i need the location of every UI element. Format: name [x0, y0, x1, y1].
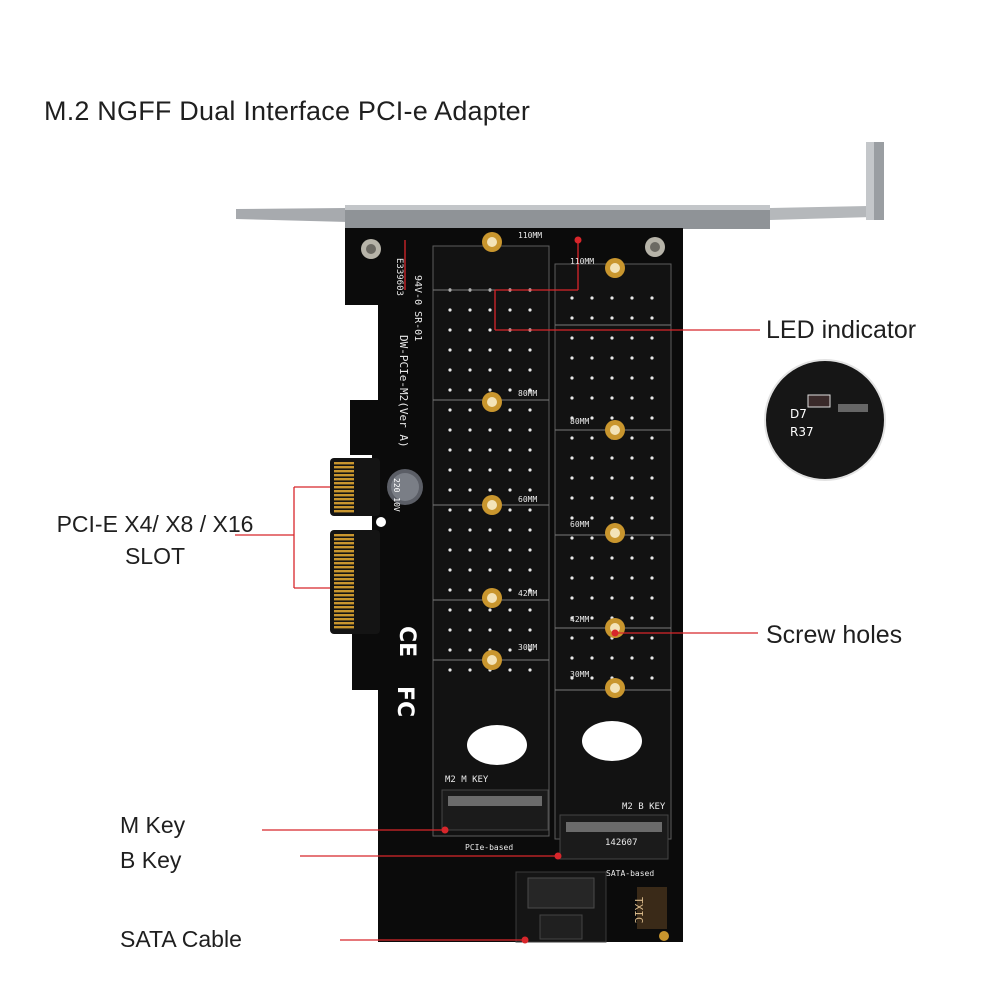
board-text: 94V-0 SR-01 — [412, 275, 423, 341]
pcie-slot-label-line1: PCI-E X4/ X8 / X16 — [56, 511, 254, 537]
board-text: 220 10V — [392, 478, 401, 512]
callout-lines — [235, 236, 760, 944]
pcie-edge-connector — [330, 458, 386, 634]
board-text: M2 M KEY — [445, 775, 489, 785]
board-text: DW-PCIe-M2(Ver A) — [397, 335, 410, 448]
sata-cable-label: SATA Cable — [120, 926, 242, 952]
m-key-socket — [441, 789, 549, 831]
zoom-label: R37 — [790, 425, 814, 439]
screw-holes-label: Screw holes — [766, 621, 903, 649]
board-text: 42MM — [518, 589, 537, 598]
txic-chip — [637, 887, 667, 929]
callout-dot — [574, 236, 582, 244]
vent-dot-grid — [448, 288, 654, 680]
board-text: CE — [394, 626, 419, 657]
board-text: 142607 — [605, 838, 638, 848]
board-text: PCIe-based — [465, 843, 513, 852]
board-text: 30MM — [570, 670, 589, 679]
metal-bracket — [236, 142, 884, 229]
board-text: 110MM — [518, 231, 542, 240]
page-title: M.2 NGFF Dual Interface PCI-e Adapter — [44, 96, 531, 126]
board-text: 42MM — [570, 615, 589, 624]
left-oval-cutout — [467, 725, 527, 765]
right-oval-cutout — [582, 721, 642, 761]
capacitor — [387, 469, 423, 505]
b-key-socket — [559, 814, 669, 860]
led-zoom-inset — [764, 359, 886, 481]
board-text: 30MM — [518, 643, 537, 652]
pcie-slot-label: PCI-E X4/ X8 / X16 SLOT — [40, 508, 270, 572]
callout-dot — [521, 936, 529, 944]
board-text: 60MM — [518, 495, 537, 504]
zoom-label: D7 — [790, 407, 807, 421]
b-key-label: B Key — [120, 847, 182, 873]
led-indicator-label: LED indicator — [766, 316, 917, 344]
callout-dot — [441, 826, 449, 834]
board-silkscreen-text: 110MM 80MM 60MM 42MM 30MM 110MM 80MM 60MM 42MM 30… — [392, 231, 814, 924]
bracket-screws — [361, 237, 665, 259]
board-text: FC — [392, 686, 417, 717]
board-text: 80MM — [518, 389, 537, 398]
board-text: 110MM — [570, 257, 594, 266]
board-text: 60MM — [570, 520, 589, 529]
board-text: TXIC — [632, 897, 645, 924]
board-text: E339603 — [394, 258, 404, 296]
board-text: 80MM — [570, 417, 589, 426]
board-text: SATA-based — [606, 869, 654, 878]
callout-dot — [554, 852, 562, 860]
callout-dot — [611, 629, 619, 637]
screw-holes-group — [482, 232, 625, 698]
sata-connector — [515, 871, 607, 943]
board-text: M2 B KEY — [622, 802, 666, 812]
pcie-slot-label-line2: SLOT — [124, 543, 186, 569]
m-key-label: M Key — [120, 812, 186, 838]
